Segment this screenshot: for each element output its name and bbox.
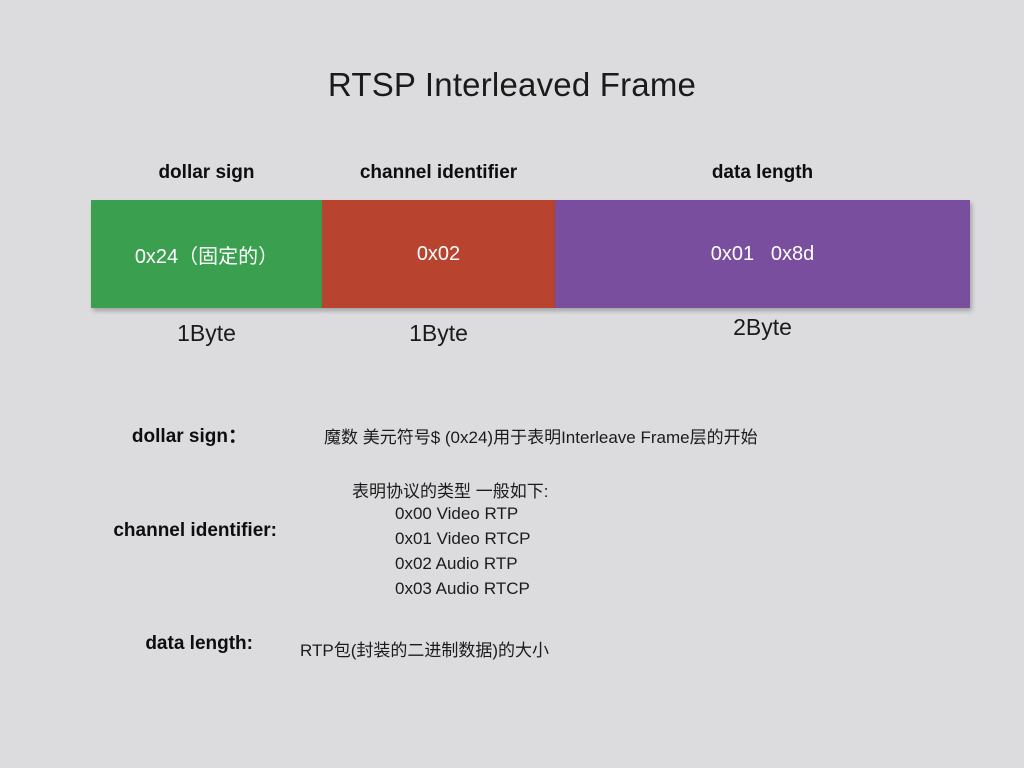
frame-cell-dollar-sign-value: 0x24（固定的） [134, 245, 279, 268]
channel-identifier-option-0: 0x00 Video RTP [395, 504, 519, 523]
legend-description-data-length: RTP包(封装的二进制数据)的大小 [300, 641, 550, 660]
frame-cell-dollar-sign: 0x24（固定的） [91, 200, 322, 308]
page-title: RTSP Interleaved Frame [327, 66, 697, 103]
frame-cell-data-length: 0x01 0x8d [555, 200, 970, 308]
legend-term-data-length: data length: [145, 633, 253, 654]
frame-cell-channel-identifier: 0x02 [322, 200, 555, 308]
byte-size-data-length: 2Byte [733, 314, 792, 340]
legend-term-channel-identifier: channel identifier: [113, 520, 277, 541]
channel-identifier-option-3: 0x03 Audio RTCP [395, 579, 530, 598]
byte-size-dollar-sign: 1Byte [177, 320, 236, 346]
legend-description-dollar-sign: 魔数 美元符号$ (0x24)用于表明Interleave Frame层的开始 [324, 428, 758, 447]
byte-size-channel-identifier: 1Byte [409, 320, 468, 346]
field-header-channel-identifier: channel identifier [359, 162, 518, 183]
channel-identifier-option-2: 0x02 Audio RTP [395, 554, 518, 573]
legend-description-channel-identifier: 表明协议的类型 一般如下: [352, 482, 549, 501]
channel-identifier-option-1: 0x01 Video RTCP [395, 529, 531, 548]
frame-layout-diagram: 0x24（固定的） 0x02 0x01 0x8d [91, 200, 970, 308]
field-header-dollar-sign: dollar sign [158, 162, 255, 183]
field-header-data-length: data length [711, 162, 814, 183]
frame-cell-channel-identifier-value: 0x02 [416, 242, 461, 265]
frame-cell-data-length-value: 0x01 0x8d [710, 242, 815, 265]
legend-term-dollar-sign: dollar sign： [131, 426, 247, 447]
